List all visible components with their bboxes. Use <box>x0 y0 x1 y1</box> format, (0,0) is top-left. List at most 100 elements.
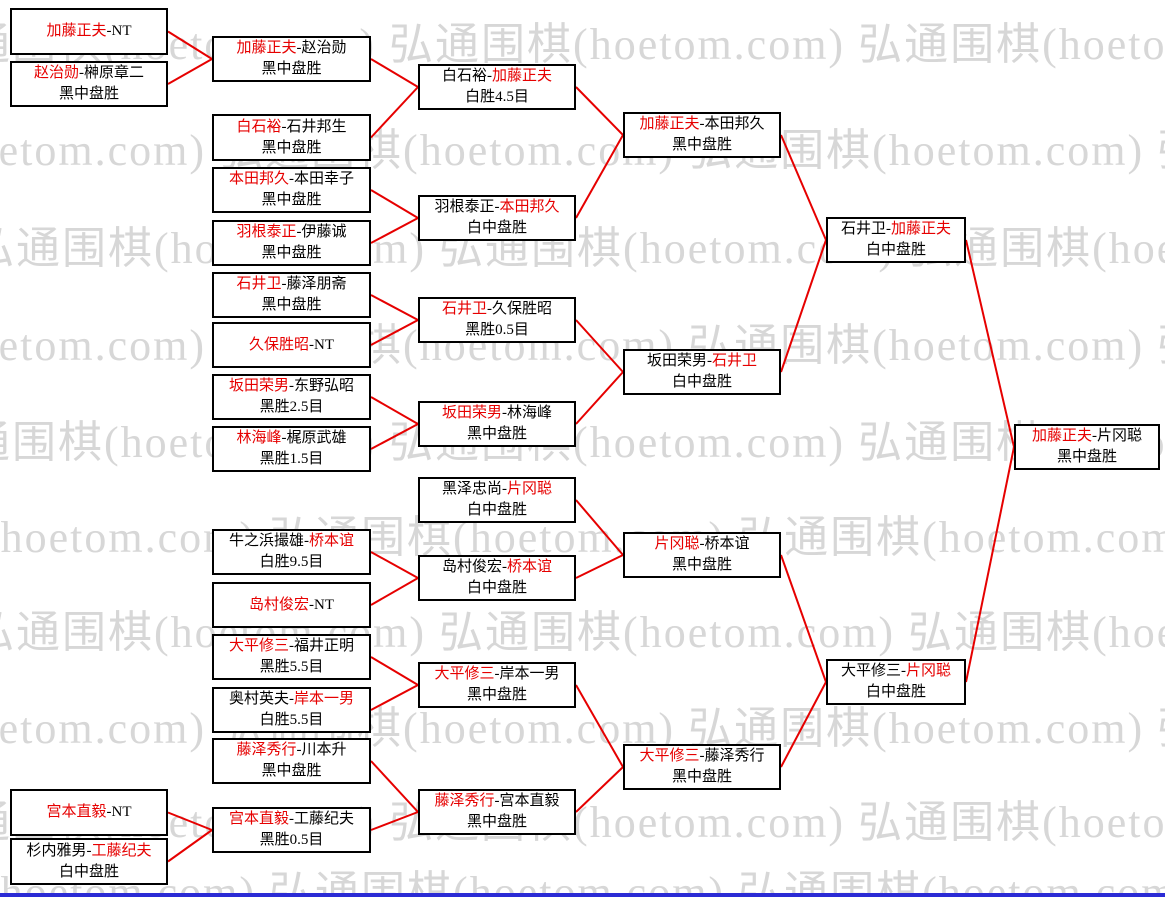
player-name: 杉内雅男- <box>26 842 92 859</box>
bracket-connector-line <box>167 811 213 831</box>
match-players: 牛之浜撮雄-桥本谊 <box>229 531 354 552</box>
bracket-connector-line <box>370 760 419 813</box>
match-box-r2m9: 牛之浜撮雄-桥本谊白胜9.5目 <box>212 529 371 575</box>
bracket-connector-line <box>370 86 419 139</box>
match-box-r2m5: 石井卫-藤泽朋斋黑中盘胜 <box>212 272 371 318</box>
bracket-connector-line <box>575 86 624 136</box>
winner-name: 片冈聪 <box>654 536 700 552</box>
bracket-connector-line <box>370 58 419 88</box>
match-box-r1m2: 赵治勋-榊原章二黑中盘胜 <box>10 61 168 107</box>
watermark-text: 弘通围棋(hoetom.com) 弘通围棋(hoetom.com) 弘通围棋(h… <box>0 418 1165 467</box>
bracket-connector-line <box>370 684 419 711</box>
winner-name: 赵治勋 <box>33 65 79 81</box>
player-name: 牛之浜撮雄- <box>228 533 309 549</box>
match-players: 奥村英夫-岸本一男 <box>229 689 354 710</box>
bracket-connector-line <box>370 811 419 831</box>
player-name: 坂田荣男- <box>646 353 712 369</box>
bracket-connector-line <box>370 656 419 686</box>
winner-name: 加藤正夫 <box>46 23 107 39</box>
winner-name: 坂田荣男 <box>441 405 502 421</box>
winner-name: 宫本直毅 <box>228 811 289 827</box>
player-name: -本田幸子 <box>289 171 354 187</box>
match-box-r3m1: 白石裕-加藤正夫白胜4.5目 <box>418 64 576 110</box>
match-players: 大平修三-福井正明 <box>229 636 354 657</box>
match-players: 大平修三-藤泽秀行 <box>639 746 764 767</box>
bracket-connector-line <box>370 551 419 579</box>
match-players: 赵治勋-榊原章二 <box>34 63 144 84</box>
match-result: 白中盘胜 <box>865 684 926 700</box>
winner-name: 加藤正夫 <box>1031 428 1092 444</box>
match-result: 黑中盘胜 <box>466 687 527 703</box>
match-players: 大平修三-岸本一男 <box>434 664 559 685</box>
bracket-connector-line <box>370 189 419 219</box>
player-name: -石井邦生 <box>281 118 347 135</box>
match-result: 黑胜1.5目 <box>259 451 324 467</box>
player-name: 大平修三- <box>840 663 906 679</box>
watermark-text: 弘通围棋(hoetom.com) 弘通围棋(hoetom.com) 弘通围棋(h… <box>0 704 1165 753</box>
player-name: -NT <box>106 804 132 820</box>
bracket-connector-line <box>780 134 827 241</box>
winner-name: 藤泽秀行 <box>236 742 297 758</box>
winner-name: 加藤正夫 <box>639 116 700 132</box>
match-result: 黑中盘胜 <box>1056 449 1117 465</box>
match-result: 黑中盘胜 <box>58 86 119 102</box>
winner-name: 片冈聪 <box>506 481 552 497</box>
match-players: 片冈聪-桥本谊 <box>654 534 749 555</box>
watermark-text: 弘通围棋(hoetom.com) 弘通围棋(hoetom.com) 弘通围棋(h… <box>0 20 1165 69</box>
match-players: 石井卫-久保胜昭 <box>442 299 552 320</box>
match-box-r4m2: 坂田荣男-石井卫白中盘胜 <box>623 349 781 395</box>
player-name: -本田邦久 <box>699 116 765 132</box>
winner-name: 宫本直毅 <box>46 804 107 820</box>
match-box-r3m4: 坂田荣男-林海峰黑中盘胜 <box>418 401 576 447</box>
winner-name: 本田邦久 <box>228 171 289 187</box>
winner-name: 加藤正夫 <box>890 221 951 237</box>
match-players: 坂田荣男-林海峰 <box>442 403 552 424</box>
match-players: 加藤正夫-NT <box>46 21 131 42</box>
match-result: 黑中盘胜 <box>671 137 732 153</box>
match-players: 石井卫-加藤正夫 <box>841 219 951 240</box>
winner-name: 大平修三 <box>228 638 289 654</box>
match-result: 黑中盘胜 <box>466 814 527 830</box>
bracket-connector-line <box>370 396 419 425</box>
player-name: -久保胜昭 <box>487 301 552 317</box>
player-name: 石井卫- <box>840 221 891 237</box>
match-box-r3m8: 藤泽秀行-宫本直毅黑中盘胜 <box>418 789 576 835</box>
match-result: 黑中盘胜 <box>671 769 732 785</box>
winner-name: 石井卫 <box>236 276 282 292</box>
match-box-r3m3: 石井卫-久保胜昭黑胜0.5目 <box>418 297 576 343</box>
match-result: 黑中盘胜 <box>261 61 322 77</box>
bracket-connector-line <box>370 217 419 244</box>
bracket-connector-line <box>370 423 419 450</box>
bracket-connector-line <box>575 499 624 556</box>
winner-name: 岸本一男 <box>293 691 354 707</box>
match-result: 白中盘胜 <box>466 220 527 236</box>
player-name: -NT <box>309 596 334 613</box>
watermark-text: 弘通围棋(hoetom.com) 弘通围棋(hoetom.com) 弘通围棋(h… <box>0 321 1165 370</box>
match-players: 宫本直毅-NT <box>46 802 131 823</box>
match-players: 藤泽秀行-川本升 <box>236 740 346 761</box>
match-result: 黑中盘胜 <box>261 245 322 261</box>
match-box-r4m3: 片冈聪-桥本谊黑中盘胜 <box>623 532 781 578</box>
bracket-connector-line <box>780 239 827 373</box>
match-players: 加藤正夫-赵治勋 <box>236 38 346 59</box>
bracket-connector-line <box>780 681 827 768</box>
match-box-r3m2: 羽根泰正-本田邦久白中盘胜 <box>418 195 576 241</box>
player-name: -伊藤诚 <box>296 224 347 240</box>
match-players: 加藤正夫-本田邦久 <box>639 114 764 135</box>
player-name: -岸本一男 <box>494 666 560 682</box>
winner-name: 工藤纪夫 <box>91 842 152 859</box>
match-result: 黑中盘胜 <box>671 557 732 573</box>
match-box-r2m10: 岛村俊宏-NT <box>212 582 371 628</box>
player-name: -梶原武雄 <box>281 430 347 446</box>
bracket-connector-line <box>167 30 213 60</box>
player-name: -福井正明 <box>289 638 354 654</box>
player-name: -NT <box>309 336 334 353</box>
watermark-text: 弘通围棋(hoetom.com) 弘通围棋(hoetom.com) 弘通围棋(h… <box>0 868 1165 897</box>
watermark-text: 弘通围棋(hoetom.com) 弘通围棋(hoetom.com) 弘通围棋(h… <box>0 513 1165 562</box>
match-box-r2m12: 奥村英夫-岸本一男白胜5.5目 <box>212 687 371 733</box>
match-result: 黑胜2.5目 <box>259 399 324 415</box>
bracket-connector-line <box>167 58 213 85</box>
